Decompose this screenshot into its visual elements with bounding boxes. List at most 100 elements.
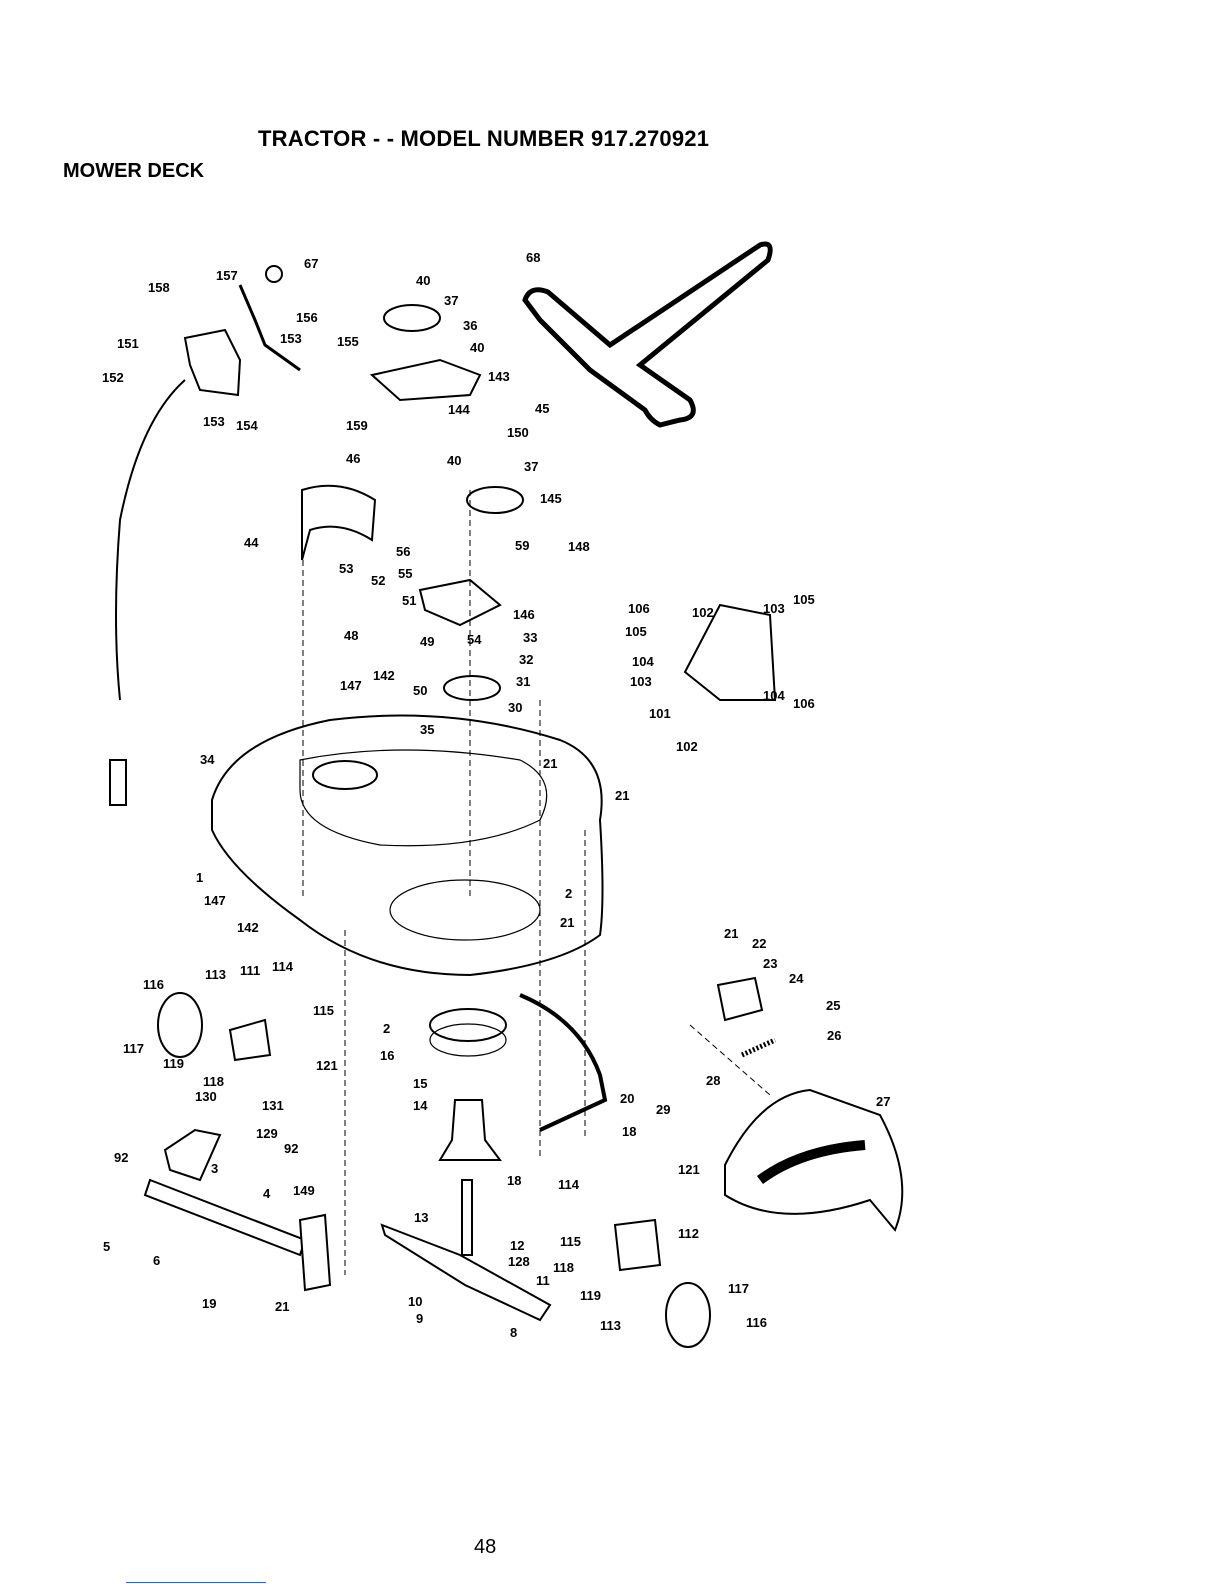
callout-26: 26 — [827, 1028, 841, 1043]
callout-117: 117 — [123, 1041, 144, 1056]
callout-48: 48 — [344, 628, 358, 643]
callout-52: 52 — [371, 573, 385, 588]
callout-49: 49 — [420, 634, 434, 649]
callout-153: 153 — [203, 414, 225, 429]
diagram-title: TRACTOR - - MODEL NUMBER 917.270921 — [258, 126, 710, 151]
callout-118: 118 — [203, 1074, 224, 1089]
callout-121: 121 — [678, 1162, 700, 1177]
belt-guard-44 — [301, 484, 377, 561]
callout-68: 68 — [526, 250, 540, 265]
callout-101: 101 — [649, 706, 671, 721]
spindle-housing-16 — [429, 1008, 507, 1042]
callout-113: 113 — [205, 967, 226, 982]
callout-116: 116 — [746, 1315, 767, 1330]
callout-103: 103 — [630, 674, 652, 689]
callout-51: 51 — [402, 593, 416, 608]
callout-92: 92 — [114, 1150, 128, 1165]
lift-lever-157 — [238, 284, 301, 372]
callout-106: 106 — [793, 696, 815, 711]
callout-37: 37 — [524, 459, 538, 474]
drive-belt — [522, 241, 773, 428]
spindle-14 — [438, 1099, 502, 1161]
diagram-artwork — [109, 241, 904, 1348]
callout-21: 21 — [560, 915, 574, 930]
deck-pulley-left — [312, 760, 378, 790]
bracket-3 — [163, 1128, 222, 1182]
callout-111: 111 — [240, 963, 260, 978]
callout-149: 149 — [293, 1183, 315, 1198]
callout-59: 59 — [515, 538, 529, 553]
assembly-line-f — [689, 1024, 771, 1096]
callout-113: 113 — [600, 1318, 621, 1333]
callout-150: 150 — [507, 425, 529, 440]
callout-45: 45 — [535, 401, 549, 416]
bracket-22 — [716, 976, 764, 1022]
callout-24: 24 — [789, 971, 804, 986]
callout-156: 156 — [296, 310, 318, 325]
idler-arm-51 — [418, 578, 502, 627]
cable-152 — [115, 379, 186, 701]
section-heading: MOWER DECK — [63, 160, 205, 182]
callout-8: 8 — [510, 1325, 517, 1340]
gauge-wheel-117-left — [157, 992, 203, 1058]
callout-18: 18 — [507, 1173, 521, 1188]
callout-131: 131 — [262, 1098, 284, 1113]
callout-144: 144 — [448, 402, 470, 417]
callout-114: 114 — [272, 959, 294, 974]
callout-54: 54 — [467, 632, 482, 647]
callout-30: 30 — [508, 700, 522, 715]
callout-46: 46 — [346, 451, 360, 466]
callout-29: 29 — [656, 1102, 670, 1117]
gauge-wheel-117-right — [665, 1282, 711, 1348]
callout-106: 106 — [628, 601, 650, 616]
knob-67 — [265, 265, 283, 283]
callout-16: 16 — [380, 1048, 394, 1063]
callout-116: 116 — [143, 977, 164, 992]
callout-145: 145 — [540, 491, 562, 506]
callout-130: 130 — [195, 1089, 217, 1104]
callout-103: 103 — [763, 601, 785, 616]
callout-153: 153 — [280, 331, 302, 346]
callout-115: 115 — [313, 1003, 334, 1018]
callout-40: 40 — [470, 340, 484, 355]
callout-22: 22 — [752, 936, 766, 951]
callout-21: 21 — [724, 926, 738, 941]
callout-102: 102 — [676, 739, 698, 754]
callout-152: 152 — [102, 370, 124, 385]
callout-35: 35 — [420, 722, 434, 737]
callout-112: 112 — [678, 1226, 699, 1241]
chute-stripe — [757, 1140, 866, 1185]
callout-20: 20 — [620, 1091, 634, 1106]
idler-pulley-36 — [383, 304, 441, 332]
callout-115: 115 — [560, 1234, 581, 1249]
callout-53: 53 — [339, 561, 353, 576]
callout-14: 14 — [413, 1098, 428, 1113]
callout-154: 154 — [236, 418, 258, 433]
callout-159: 159 — [346, 418, 368, 433]
callout-114: 114 — [558, 1177, 580, 1192]
callout-36: 36 — [463, 318, 477, 333]
callout-104: 104 — [632, 654, 654, 669]
blade-11 — [380, 1223, 552, 1322]
callout-55: 55 — [398, 566, 412, 581]
callout-117: 117 — [728, 1281, 749, 1296]
callout-40: 40 — [447, 453, 461, 468]
callout-34: 34 — [200, 752, 215, 767]
idler-pulley-145 — [466, 486, 524, 514]
callout-56: 56 — [396, 544, 410, 559]
callout-142: 142 — [373, 668, 395, 683]
wheel-bracket-111 — [228, 1018, 272, 1062]
callout-142: 142 — [237, 920, 259, 935]
pulley-32-31 — [443, 675, 501, 701]
callout-147: 147 — [340, 678, 362, 693]
callout-119: 119 — [163, 1056, 184, 1071]
callout-2: 2 — [565, 886, 572, 901]
callout-105: 105 — [793, 592, 815, 607]
callout-102: 102 — [692, 605, 714, 620]
callout-25: 25 — [826, 998, 840, 1013]
callout-158: 158 — [148, 280, 170, 295]
callout-129: 129 — [256, 1126, 278, 1141]
callout-21: 21 — [543, 756, 557, 771]
